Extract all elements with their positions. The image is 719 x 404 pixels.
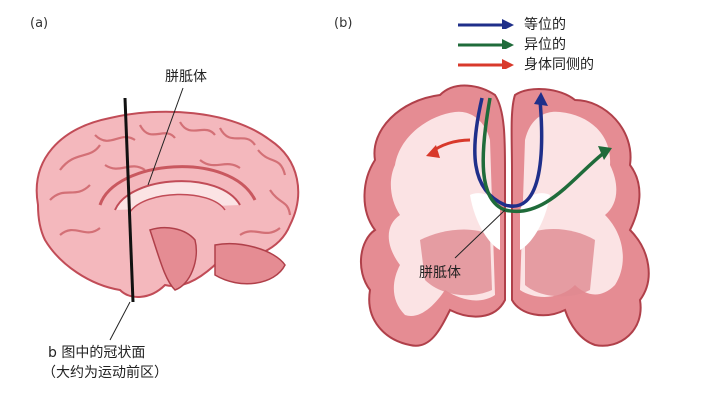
coronal-plane-caption-line1: b 图中的冠状面 (48, 345, 146, 361)
panel-a-label: (a) (30, 16, 49, 31)
legend-label-ipsilateral: 身体同侧的 (524, 57, 594, 73)
panel-b-corpus-callosum-label: 胼胝体 (419, 265, 461, 281)
green-arrow-icon (458, 39, 514, 49)
coronal-plane-line (123, 97, 135, 303)
legend-item-heterotopic: 异位的 (458, 34, 566, 54)
legend-item-ipsilateral: 身体同侧的 (458, 54, 594, 74)
legend: 等位的 异位的 身体同侧的 (458, 14, 658, 74)
panel-b-label: (b) (334, 16, 353, 31)
legend-item-homotopic: 等位的 (458, 14, 566, 34)
red-arrow-icon (458, 59, 514, 69)
legend-label-heterotopic: 异位的 (524, 37, 566, 53)
coronal-plane-caption-line2: （大约为运动前区） (42, 365, 168, 381)
legend-label-homotopic: 等位的 (524, 17, 566, 33)
panel-a-corpus-callosum-label: 胼胝体 (165, 69, 207, 85)
sagittal-brain-illustration (35, 87, 300, 341)
blue-arrow-icon (458, 19, 514, 29)
